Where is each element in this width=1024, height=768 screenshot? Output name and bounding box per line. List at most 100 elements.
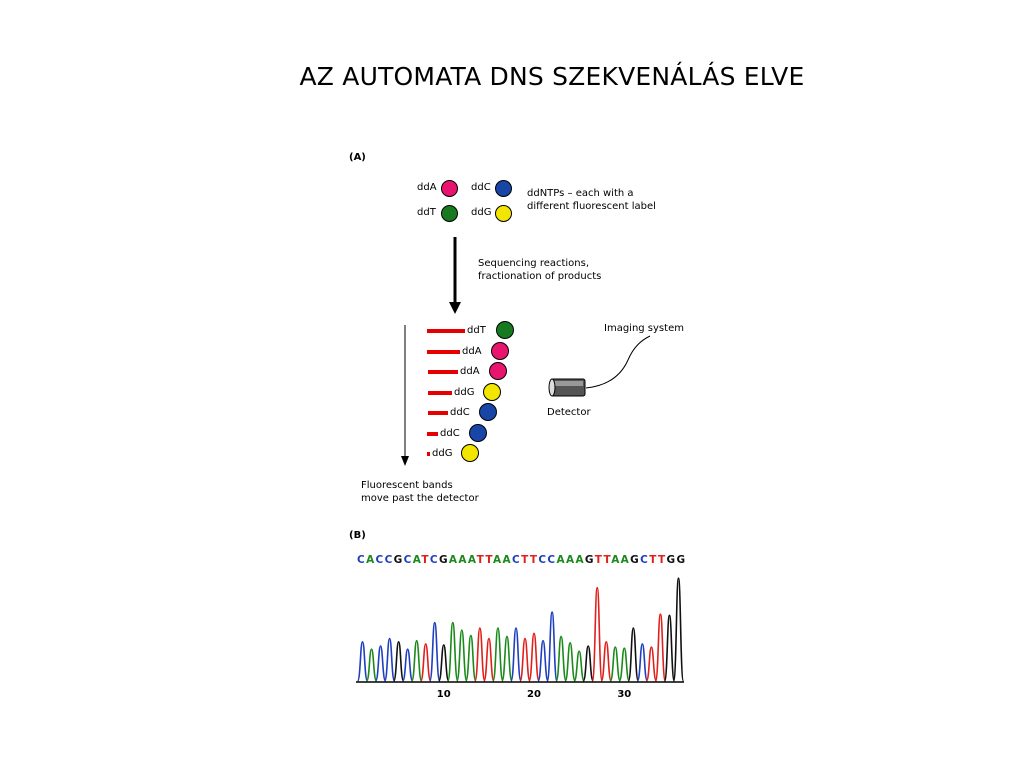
legend-label-dda: ddA	[417, 182, 437, 193]
trace-peak	[537, 639, 549, 682]
sequence-base: G	[393, 554, 404, 566]
bands-text-line1: Fluorescent bands	[361, 480, 453, 491]
band-dot	[496, 321, 514, 339]
trace-peak	[663, 614, 676, 682]
band-label: ddA	[462, 345, 482, 357]
legend-dot-ddg	[495, 205, 512, 222]
trace-peak	[645, 646, 658, 682]
trace-peak	[492, 627, 504, 682]
band-dot	[489, 362, 507, 380]
trace-peak	[636, 643, 649, 682]
legend-dot-ddc	[495, 180, 512, 197]
band-dot	[483, 382, 501, 401]
sequence-base: C	[384, 554, 394, 566]
trace-peak	[483, 637, 495, 682]
sequence-base: A	[448, 554, 459, 566]
sequence-readout: CACCGCATCGAAATTAACTTCCAAAGTTAAGCTTGG	[357, 554, 686, 566]
sequence-base: A	[467, 554, 477, 566]
gel-band	[427, 349, 460, 354]
sequence-base: A	[565, 554, 576, 566]
trace-peak	[627, 627, 640, 682]
trace-peak	[555, 635, 567, 682]
trace-peak	[510, 627, 522, 682]
sequence-base: T	[594, 554, 604, 566]
trace-peak	[438, 644, 450, 682]
band-label: ddA	[460, 366, 480, 377]
sequence-base: C	[640, 554, 650, 566]
legend-label-ddc: ddC	[471, 182, 491, 193]
bands-text-line2: move past the detector	[361, 493, 479, 504]
axis-tick-label: 10	[436, 689, 451, 700]
trace-peak	[365, 648, 378, 682]
sequence-base: T	[521, 554, 530, 566]
trace-peak	[428, 621, 441, 682]
gel-band	[428, 411, 448, 415]
gel-band	[427, 431, 438, 436]
gel-band	[428, 370, 458, 374]
sequence-base: G	[584, 554, 595, 566]
slide-title: AZ AUTOMATA DNS SZEKVENÁLÁS ELVE	[299, 62, 805, 91]
legend-text-line1: ddNTPs – each with a	[527, 188, 634, 199]
band-dot	[479, 403, 497, 421]
sequence-base: T	[529, 554, 539, 566]
sequence-base: C	[512, 554, 522, 566]
axis-tick-label: 30	[617, 689, 632, 700]
sequence-base: C	[429, 554, 439, 566]
legend-label-ddt: ddT	[417, 207, 436, 218]
trace-peak	[528, 632, 540, 682]
sequence-base: C	[375, 554, 385, 566]
sequence-base: A	[493, 554, 503, 566]
sequence-base: G	[666, 554, 677, 566]
sequence-base: G	[438, 554, 449, 566]
legend-label-ddg: ddG	[471, 207, 492, 218]
trace-peak	[591, 586, 603, 682]
legend-dot-ddt	[441, 205, 458, 222]
axis-tick-label: 20	[527, 689, 541, 700]
legend-dot-dda	[441, 180, 458, 197]
trace-peak	[582, 645, 594, 682]
panel-a-label: (A)	[349, 152, 366, 163]
trace-peak	[609, 646, 622, 682]
trace-peak	[519, 637, 531, 682]
trace-peak	[465, 634, 477, 682]
band-dot	[461, 444, 479, 462]
trace-peak	[356, 640, 369, 682]
chromatogram	[356, 577, 685, 683]
trace-peak	[374, 645, 387, 682]
trace-peak	[600, 640, 613, 682]
gel-band	[428, 390, 452, 395]
trace-peak	[447, 621, 459, 682]
trace-peak	[546, 611, 558, 682]
detector-label: Detector	[547, 407, 591, 418]
legend-text-line2: different fluorescent label	[527, 201, 656, 212]
sequence-base: C	[357, 554, 367, 566]
sequence-base: C	[538, 554, 548, 566]
sequence-base: A	[412, 554, 422, 566]
trace-peak	[654, 613, 667, 682]
sequence-base: A	[502, 554, 512, 566]
band-label: ddC	[450, 407, 470, 418]
trace-peak	[672, 577, 685, 682]
sequence-base: A	[556, 554, 566, 566]
trace-peak	[474, 627, 486, 682]
imaging-system-label: Imaging system	[604, 323, 684, 334]
sequence-base: T	[657, 554, 667, 566]
band-label: ddT	[467, 325, 486, 336]
trace-peak	[618, 647, 631, 682]
sequence-base: A	[366, 554, 376, 566]
gel-band	[427, 329, 465, 333]
step-text-line1: Sequencing reactions,	[478, 258, 590, 269]
sequence-base: T	[476, 554, 486, 566]
trace-peak	[401, 648, 414, 682]
sequence-base: A	[620, 554, 631, 566]
sequence-base: G	[676, 554, 687, 566]
sequence-base: T	[649, 554, 658, 566]
band-label: ddC	[440, 427, 460, 439]
trace-peak	[501, 635, 513, 682]
band-label: ddG	[454, 386, 475, 398]
trace-peak	[456, 629, 468, 682]
trace-peak	[573, 650, 585, 682]
band-dot	[491, 341, 509, 360]
sequence-base: G	[630, 554, 641, 566]
